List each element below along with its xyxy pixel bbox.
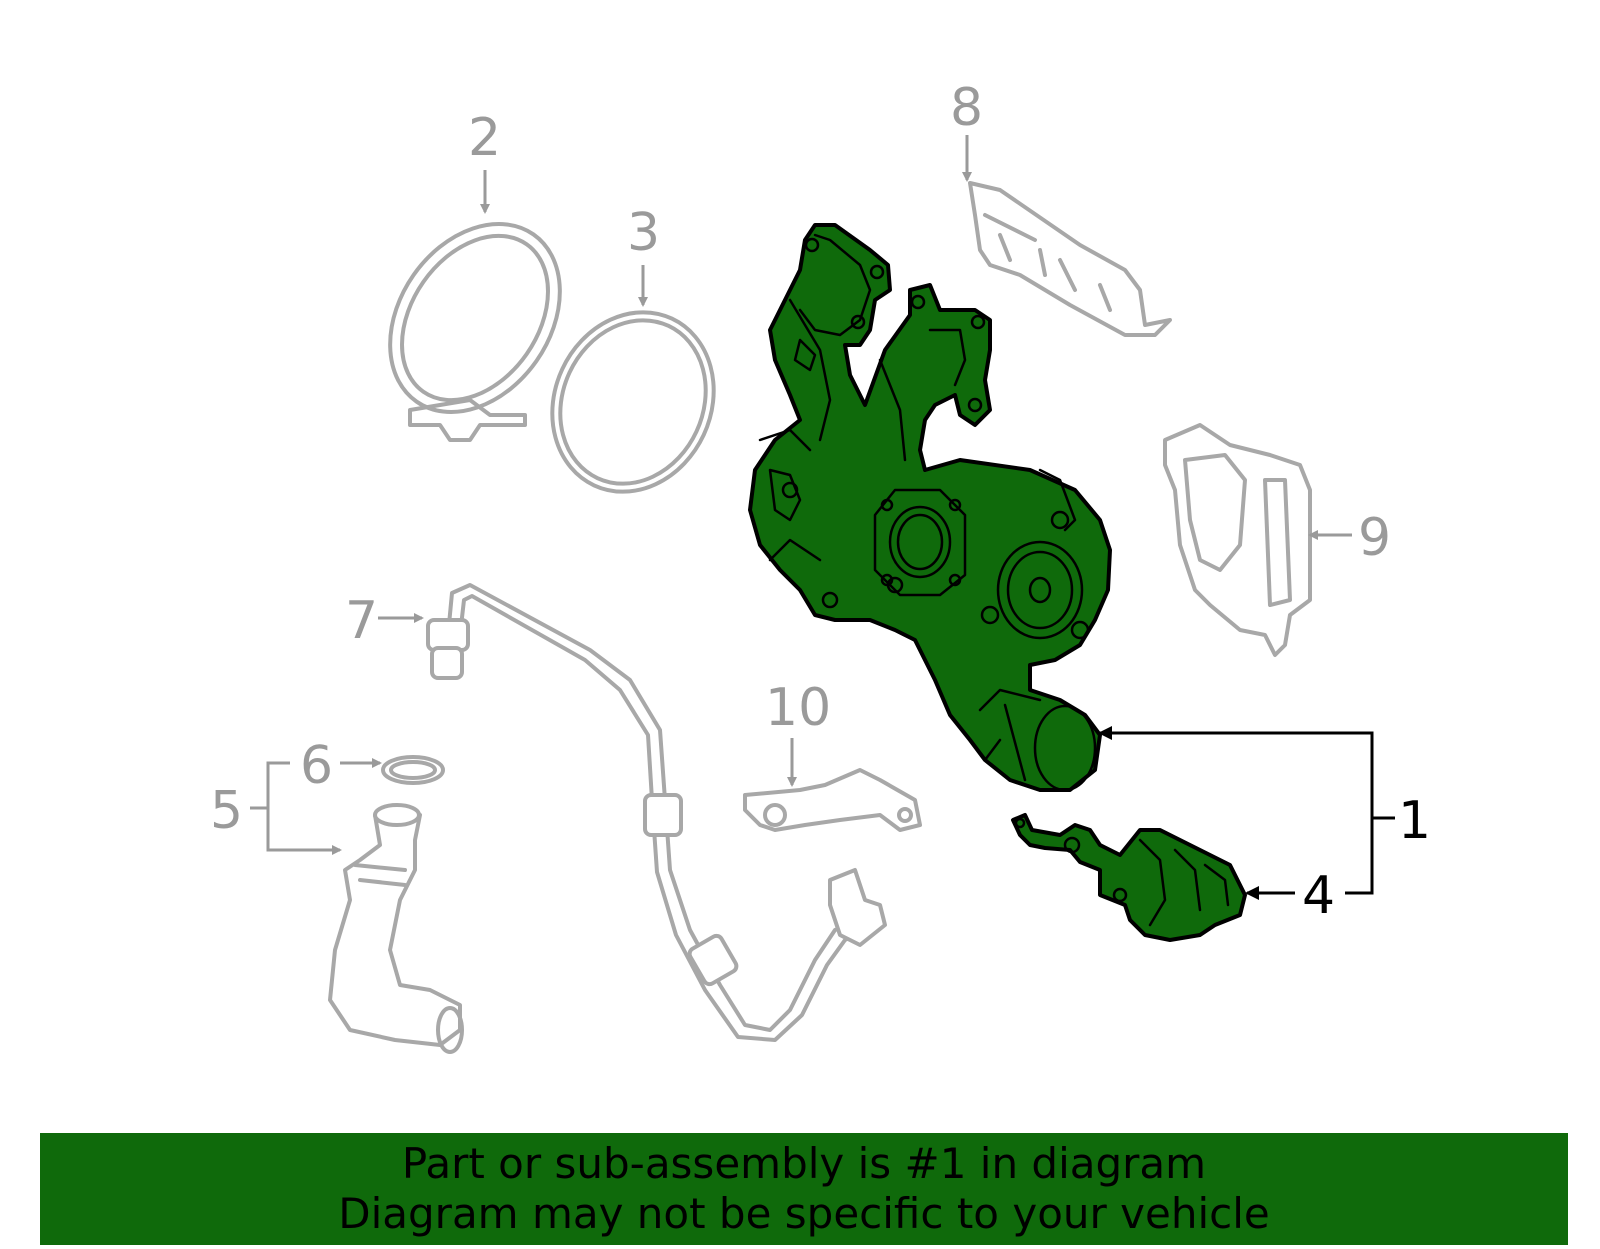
part-4-actuator	[1011, 813, 1247, 942]
part-10-bracket	[743, 768, 922, 832]
callout-7: 7	[345, 591, 378, 651]
part-3-gasket-ring	[550, 310, 716, 494]
banner-line-2: Diagram may not be specific to your vehi…	[338, 1189, 1270, 1238]
callout-5: 5	[210, 781, 243, 841]
leader-1	[1098, 726, 1374, 818]
callout-4: 4	[1302, 866, 1335, 926]
callout-3: 3	[627, 203, 660, 263]
callout-6: 6	[300, 736, 333, 796]
part-7-oil-line	[426, 583, 887, 1042]
callout-10: 10	[765, 678, 831, 738]
part-1-turbocharger	[748, 223, 1112, 792]
part-6-o-ring	[381, 755, 445, 785]
callout-8: 8	[950, 78, 983, 138]
info-banner: Part or sub-assembly is #1 in diagram Di…	[40, 1133, 1568, 1245]
part-8-heat-shield	[968, 181, 1172, 337]
leader-1-bracket	[1345, 818, 1374, 895]
part-9-heat-shield-plate	[1163, 423, 1312, 657]
banner-line-1: Part or sub-assembly is #1 in diagram	[401, 1139, 1207, 1188]
callout-1: 1	[1398, 791, 1431, 851]
callout-9: 9	[1358, 508, 1391, 568]
callout-2: 2	[468, 108, 501, 168]
part-5-coolant-pipe	[328, 803, 464, 1054]
part-2-clamp	[388, 222, 562, 442]
